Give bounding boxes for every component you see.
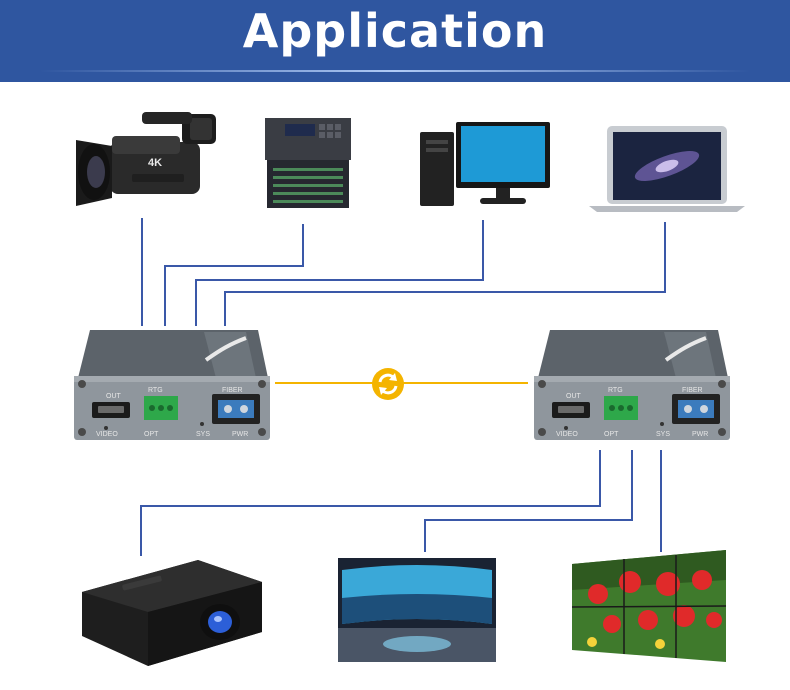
curved-display-icon [338, 558, 496, 662]
header-banner: Application [0, 0, 790, 82]
tx-hdmi-label: OUT [106, 393, 122, 400]
wire-projector [140, 450, 601, 556]
tx-fiber-label: FIBER [222, 387, 243, 394]
rx-hdmi-label: OUT [566, 393, 582, 400]
header-underline [40, 70, 750, 72]
rx-rs232-label: RTG [608, 387, 623, 394]
tx-pwr-label: PWR [232, 431, 248, 438]
projector-icon [82, 560, 262, 666]
rx-video-label: VIDEO [556, 431, 578, 438]
matrix-switcher-icon [265, 118, 351, 208]
laptop-icon [589, 126, 745, 212]
wire-matrix [164, 224, 304, 326]
receiver-device: OUT VIDEO RTG OPT SYS FIBER PWR [534, 330, 730, 440]
camcorder-4k-badge: 4K [148, 157, 162, 169]
wire-display [424, 450, 633, 552]
rx-pwr-label: PWR [692, 431, 708, 438]
rx-opt-label: OPT [604, 431, 619, 438]
rx-fiber-label: FIBER [682, 387, 703, 394]
tx-sys-label: SYS [196, 431, 210, 438]
bidirectional-sync-icon [372, 368, 404, 400]
tx-rs232-label: RTG [148, 387, 163, 394]
tx-video-label: VIDEO [96, 431, 118, 438]
rx-sys-label: SYS [656, 431, 670, 438]
camcorder-icon: 4K [76, 112, 216, 206]
tx-opt-label: OPT [144, 431, 159, 438]
wire-laptop [224, 222, 666, 326]
video-wall-icon [572, 550, 727, 662]
page-title: Application [242, 4, 548, 58]
wire-desktop [195, 220, 484, 326]
transmitter-device: OUT VIDEO RTG OPT SYS FIBER PWR [74, 330, 270, 440]
desktop-pc-icon [420, 122, 550, 206]
